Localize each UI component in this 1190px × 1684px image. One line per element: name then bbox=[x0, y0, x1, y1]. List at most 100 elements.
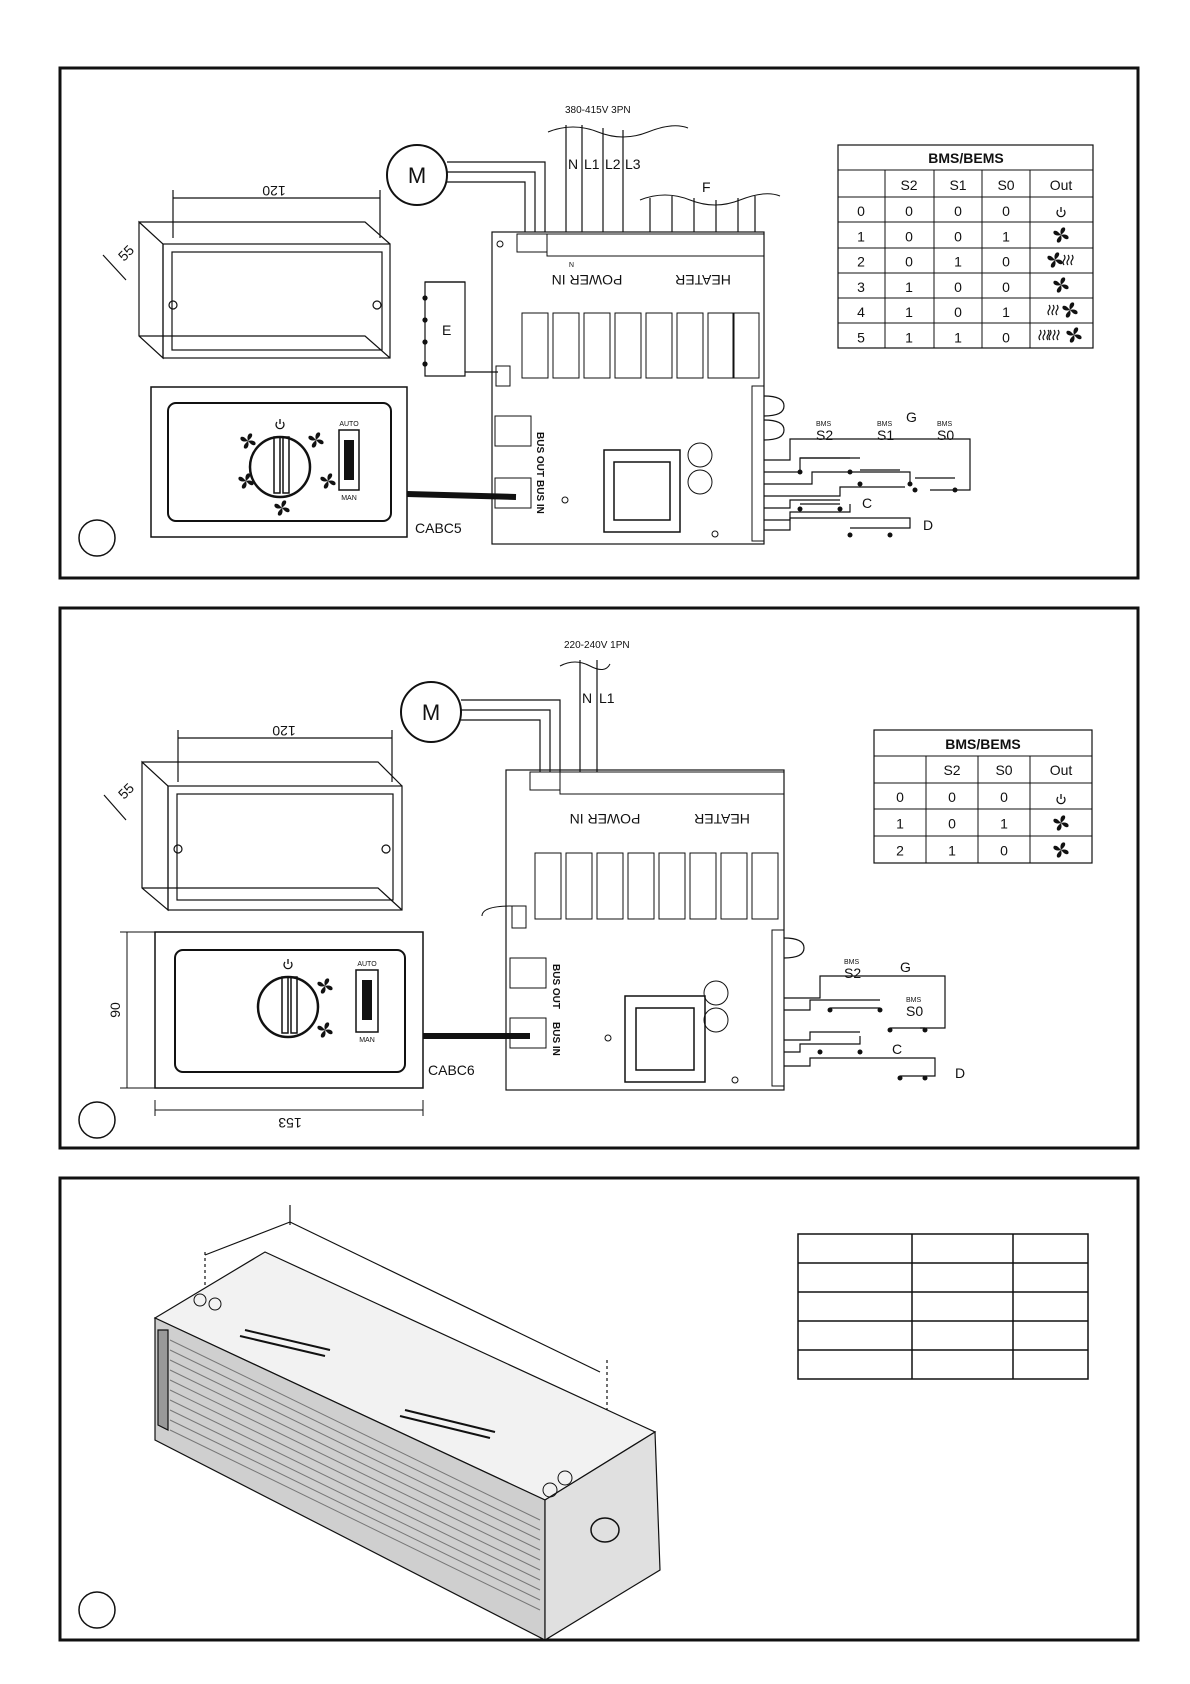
table-header-cell: S0 bbox=[995, 762, 1012, 778]
enclosure-box-2 bbox=[103, 730, 403, 912]
table-cell: 5 bbox=[857, 330, 865, 346]
table-cell: 2 bbox=[857, 254, 865, 270]
pcb-2 bbox=[481, 769, 785, 1091]
motor-2 bbox=[400, 681, 462, 743]
line-n-1: N bbox=[568, 156, 578, 172]
controller-label-1: CABC5 bbox=[415, 520, 462, 536]
label-c-1: C bbox=[862, 495, 872, 511]
table-header-cell: S2 bbox=[943, 762, 960, 778]
width-dim-2: 120 bbox=[272, 723, 296, 739]
table-cell: 0 bbox=[1002, 203, 1010, 219]
heater-label-f: F bbox=[702, 179, 711, 195]
figure-marker-3 bbox=[78, 1591, 116, 1629]
figure-marker-1 bbox=[78, 519, 116, 557]
power-in-label-1: POWER IN bbox=[552, 272, 623, 288]
table-header-cell: Out bbox=[1050, 177, 1073, 193]
height-dim-2: 90 bbox=[107, 1002, 123, 1018]
contact-s1-1: S1 bbox=[877, 427, 894, 443]
contacts-1 bbox=[763, 395, 971, 531]
contact-s2-small-2: BMS bbox=[844, 959, 860, 966]
motor-1 bbox=[386, 144, 448, 206]
contact-s2-1: S2 bbox=[816, 427, 833, 443]
label-c-2: C bbox=[892, 1041, 902, 1057]
terminal-n-1: N bbox=[569, 260, 574, 267]
controller-cabc6 bbox=[120, 931, 424, 1116]
bms-title-2: BMS/BEMS bbox=[945, 736, 1020, 752]
table-cell: 0 bbox=[954, 203, 962, 219]
contact-s2-2: S2 bbox=[844, 965, 861, 981]
table-cell: 1 bbox=[905, 330, 913, 346]
table-cell: 1 bbox=[948, 842, 956, 858]
line-l3-1: L3 bbox=[625, 156, 641, 172]
label-d-2: D bbox=[955, 1065, 965, 1081]
table-cell: 0 bbox=[905, 228, 913, 244]
man-label-2: MAN bbox=[359, 1037, 375, 1044]
table-cell: 1 bbox=[954, 254, 962, 270]
enclosure-box-1 bbox=[102, 190, 391, 360]
table-cell: 1 bbox=[896, 816, 904, 832]
table-cell: 0 bbox=[905, 254, 913, 270]
table-cell: 3 bbox=[857, 279, 865, 295]
access-port bbox=[590, 1517, 620, 1543]
contacts-2 bbox=[783, 937, 946, 1077]
table-header-cell: S1 bbox=[949, 177, 966, 193]
table-cell: 0 bbox=[1000, 842, 1008, 858]
contact-s0-small-2: BMS bbox=[906, 997, 922, 1004]
motor-label-2: M bbox=[422, 700, 440, 725]
label-d-1: D bbox=[923, 517, 933, 533]
switch-e bbox=[422, 281, 498, 377]
table-cell: 4 bbox=[857, 304, 865, 320]
supply-label-1: 380-415V 3PN bbox=[565, 105, 631, 116]
line-l2-1: L2 bbox=[605, 156, 621, 172]
contact-s0-small-1: BMS bbox=[937, 421, 953, 428]
panel-1: 120 55 AUTO MAN CABC5 M 380-415V bbox=[58, 66, 1140, 580]
table-cell: 0 bbox=[948, 816, 956, 832]
depth-dim-1: 55 bbox=[115, 242, 137, 264]
table-cell: 0 bbox=[948, 789, 956, 805]
table-cell: 1 bbox=[857, 228, 865, 244]
table-header-cell: S0 bbox=[997, 177, 1014, 193]
switch-e-label: E bbox=[442, 322, 451, 338]
table-cell: 1 bbox=[905, 279, 913, 295]
bus-in-label-1: BUS IN bbox=[534, 480, 545, 514]
contact-s0-1: S0 bbox=[937, 427, 954, 443]
table-cell: 1 bbox=[1000, 816, 1008, 832]
table-cell: 0 bbox=[1002, 279, 1010, 295]
table-header-cell: S2 bbox=[900, 177, 917, 193]
table-cell: 0 bbox=[857, 203, 865, 219]
table-cell: 1 bbox=[954, 330, 962, 346]
table-cell: 0 bbox=[954, 228, 962, 244]
supply-label-2: 220-240V 1PN bbox=[564, 640, 630, 651]
heater-board-label-2: HEATER bbox=[694, 811, 750, 827]
label-g-2: G bbox=[900, 959, 911, 975]
figure-marker-2 bbox=[78, 1101, 116, 1139]
depth-dim-2: 55 bbox=[115, 780, 137, 802]
width-dim-1: 120 bbox=[262, 183, 286, 199]
line-n-2: N bbox=[582, 690, 592, 706]
table-cell: 1 bbox=[1002, 304, 1010, 320]
controller-cabc5 bbox=[150, 386, 408, 538]
panel-3 bbox=[58, 1176, 1140, 1642]
man-label-1: MAN bbox=[341, 495, 357, 502]
table-cell: 0 bbox=[1002, 330, 1010, 346]
bus-in-label-2: BUS IN bbox=[550, 1022, 561, 1056]
table-header-cell: Out bbox=[1050, 762, 1073, 778]
bus-out-label-2: BUS OUT bbox=[550, 964, 561, 1009]
bms-title-1: BMS/BEMS bbox=[928, 150, 1003, 166]
empty-table bbox=[797, 1233, 1089, 1380]
bus-out-label-1: BUS OUT bbox=[534, 432, 545, 477]
heater-board-label-1: HEATER bbox=[675, 272, 731, 288]
line-l1-2: L1 bbox=[599, 690, 615, 706]
table-cell: 1 bbox=[905, 304, 913, 320]
louvers bbox=[169, 1339, 541, 1611]
contact-s0-2: S0 bbox=[906, 1003, 923, 1019]
line-l1-1: L1 bbox=[584, 156, 600, 172]
auto-label-1: AUTO bbox=[339, 421, 359, 428]
table-cell: 1 bbox=[1002, 228, 1010, 244]
table-cell: 0 bbox=[896, 789, 904, 805]
bus-cable-1 bbox=[406, 491, 517, 500]
motor-label-1: M bbox=[408, 163, 426, 188]
table-cell: 2 bbox=[896, 842, 904, 858]
